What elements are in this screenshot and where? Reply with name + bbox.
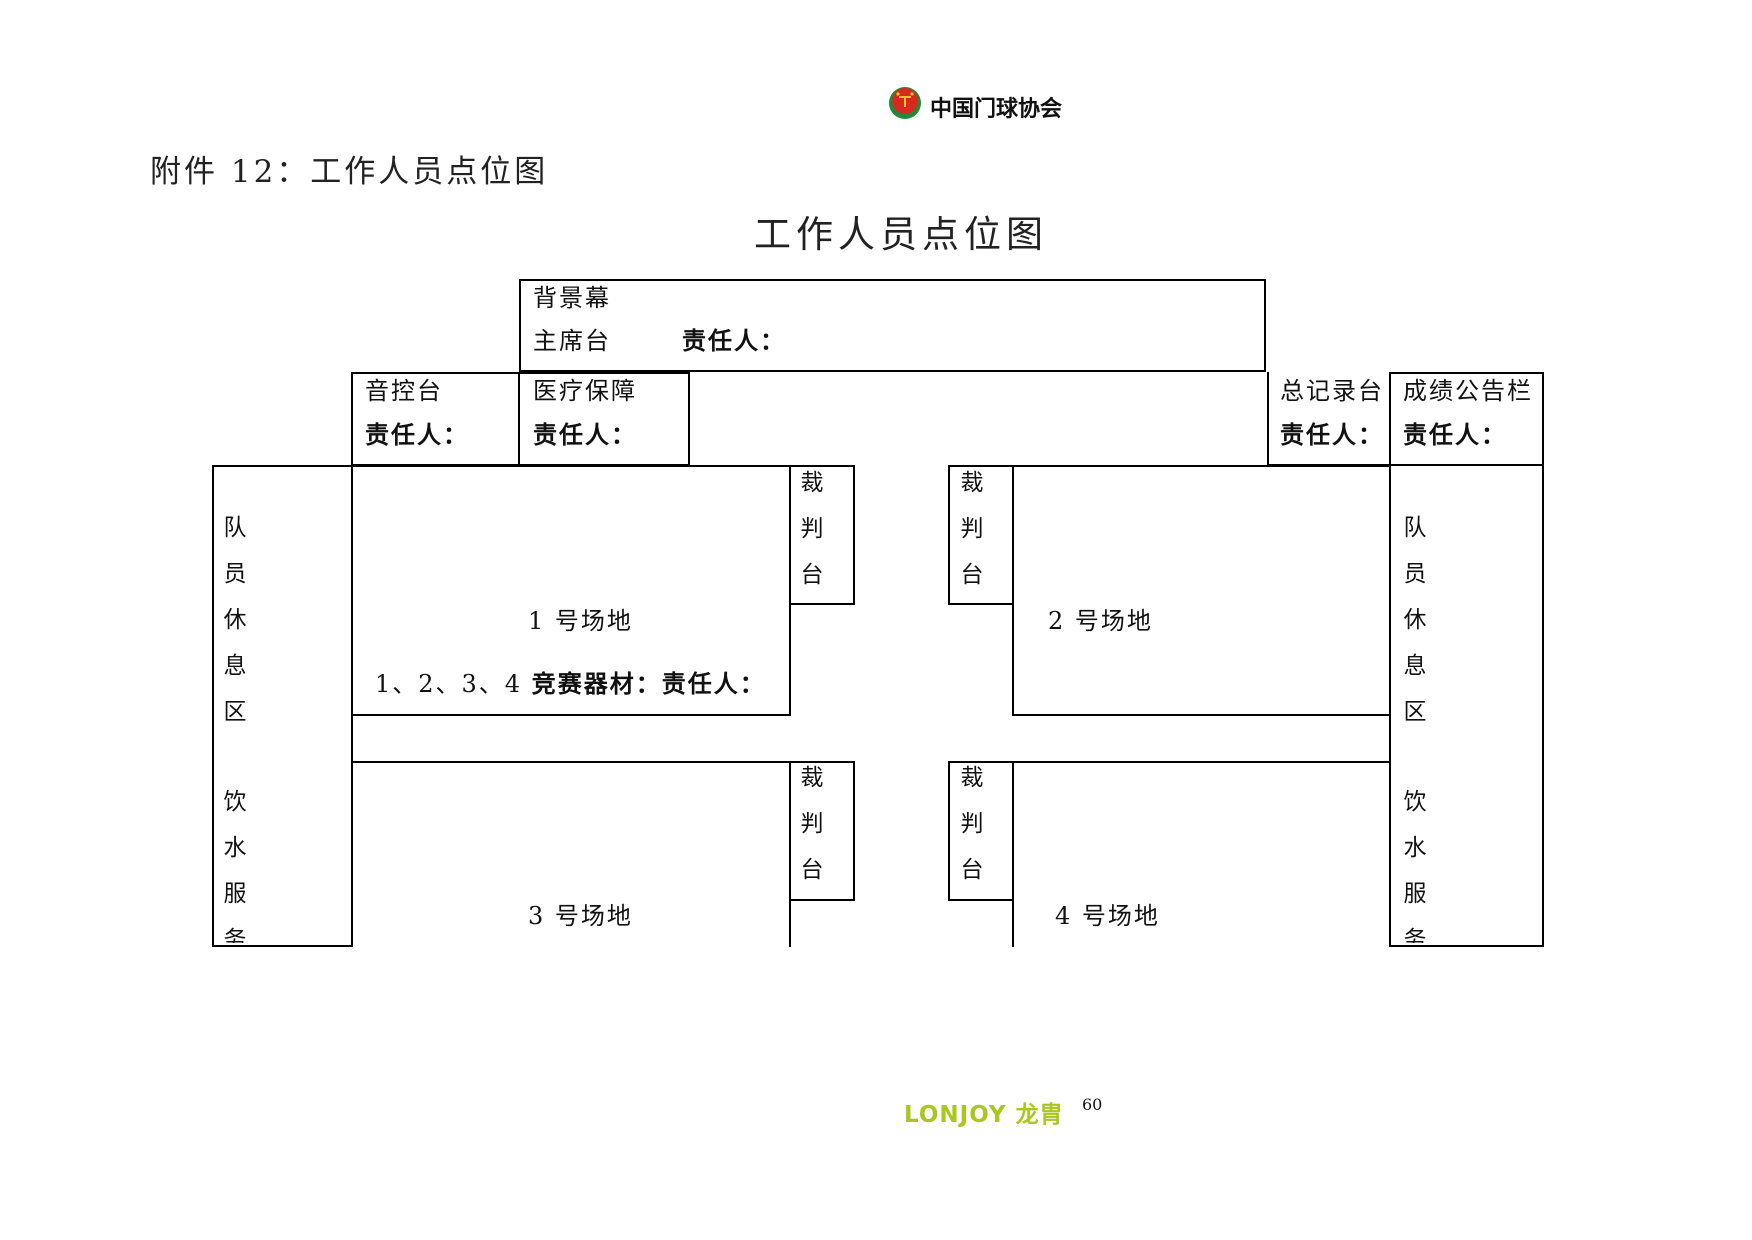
court-1-label: 1 号场地 [528, 607, 633, 635]
court-4-label: 4 号场地 [1055, 902, 1160, 930]
results-board-box [1389, 372, 1544, 466]
presidium-owner-label: 责任人： [682, 326, 786, 355]
results-board-owner-label: 责任人： [1403, 420, 1507, 449]
court-2 [1012, 465, 1391, 716]
referee-desk-3-label: 裁 判 台 [800, 765, 824, 883]
medical-owner-label: 责任人： [533, 420, 637, 449]
medical-label: 医疗保障 [533, 377, 637, 405]
left-water-service-label: 饮 水 服 务 [223, 789, 247, 943]
backdrop-label: 背景幕 [533, 284, 611, 312]
doc-title: 工作人员点位图 [754, 213, 1048, 256]
court-1-equipment: 1、2、3、4 竞赛器材：责任人： [375, 669, 766, 699]
referee-desk-1-label: 裁 判 台 [800, 470, 824, 588]
backdrop-box [519, 279, 1266, 372]
left-rest-area-label: 队 员 休 息 区 [223, 515, 247, 725]
court-4 [1012, 761, 1391, 947]
sound-desk-label: 音控台 [365, 377, 443, 405]
referee-desk-2-label: 裁 判 台 [960, 470, 984, 588]
results-board-label: 成绩公告栏 [1403, 377, 1533, 405]
attachment-label: 附件 12：工作人员点位图 [150, 154, 549, 190]
presidium-label: 主席台 [533, 327, 611, 355]
recorder-label: 总记录台 [1280, 377, 1384, 405]
referee-desk-1 [789, 465, 855, 605]
gateball-emblem-icon [889, 87, 921, 119]
referee-desk-4-label: 裁 判 台 [960, 765, 984, 883]
footer-brand: LONJOY 龙胄 [904, 1102, 1064, 1128]
court-3-label: 3 号场地 [528, 902, 633, 930]
page-number: 60 [1082, 1095, 1103, 1114]
recorder-owner-label: 责任人： [1280, 420, 1384, 449]
org-name: 中国门球协会 [930, 97, 1063, 122]
court-2-label: 2 号场地 [1048, 607, 1153, 635]
right-rest-area-label: 队 员 休 息 区 [1403, 515, 1427, 725]
org-emblem [888, 86, 922, 120]
right-water-service-label: 饮 水 服 务 [1403, 789, 1427, 943]
sound-desk-owner-label: 责任人： [365, 420, 469, 449]
referee-desk-3 [789, 761, 855, 901]
